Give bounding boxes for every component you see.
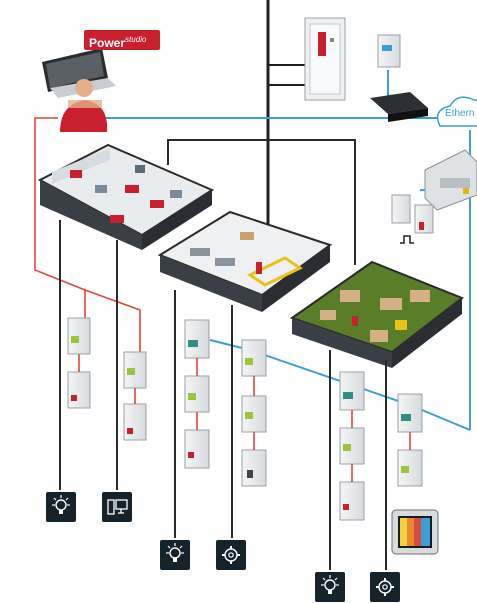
meter-column-4 — [241, 339, 267, 487]
machinery-terminal-1[interactable] — [216, 540, 246, 570]
meter-column-6 — [397, 393, 423, 487]
touch-display — [391, 509, 439, 555]
ethernet-label: Ethern — [445, 108, 475, 119]
backbone-wire — [167, 0, 356, 265]
bulb-icon — [321, 575, 339, 594]
gear-icon — [376, 578, 394, 596]
gateway-device — [377, 34, 401, 68]
gear-icon — [222, 546, 240, 564]
server-cabinet — [304, 17, 346, 101]
machinery-terminal-2[interactable] — [370, 572, 400, 602]
laptop-user — [42, 48, 116, 132]
power-studio-logo: Powerstudio — [84, 30, 160, 50]
ethernet-cloud — [436, 96, 477, 127]
computer-icon — [107, 499, 128, 515]
factory-zone — [157, 210, 333, 312]
meter-column-1 — [67, 317, 91, 409]
zone-wires — [59, 220, 387, 570]
lighting-terminal-3[interactable] — [315, 572, 345, 602]
lighting-terminal-2[interactable] — [160, 540, 190, 570]
meter-column-3 — [184, 319, 210, 469]
lighting-terminal-1[interactable] — [46, 492, 76, 522]
network-switch — [370, 92, 428, 122]
meter-column-2 — [123, 351, 147, 441]
pulse-meters — [391, 194, 434, 244]
bulb-icon — [52, 495, 70, 514]
computer-terminal[interactable] — [102, 492, 132, 522]
meter-column-5 — [339, 371, 365, 521]
warehouse-zone — [289, 260, 464, 368]
office-zone — [37, 143, 215, 250]
controller-unit — [424, 149, 477, 211]
bulb-icon — [166, 543, 184, 562]
